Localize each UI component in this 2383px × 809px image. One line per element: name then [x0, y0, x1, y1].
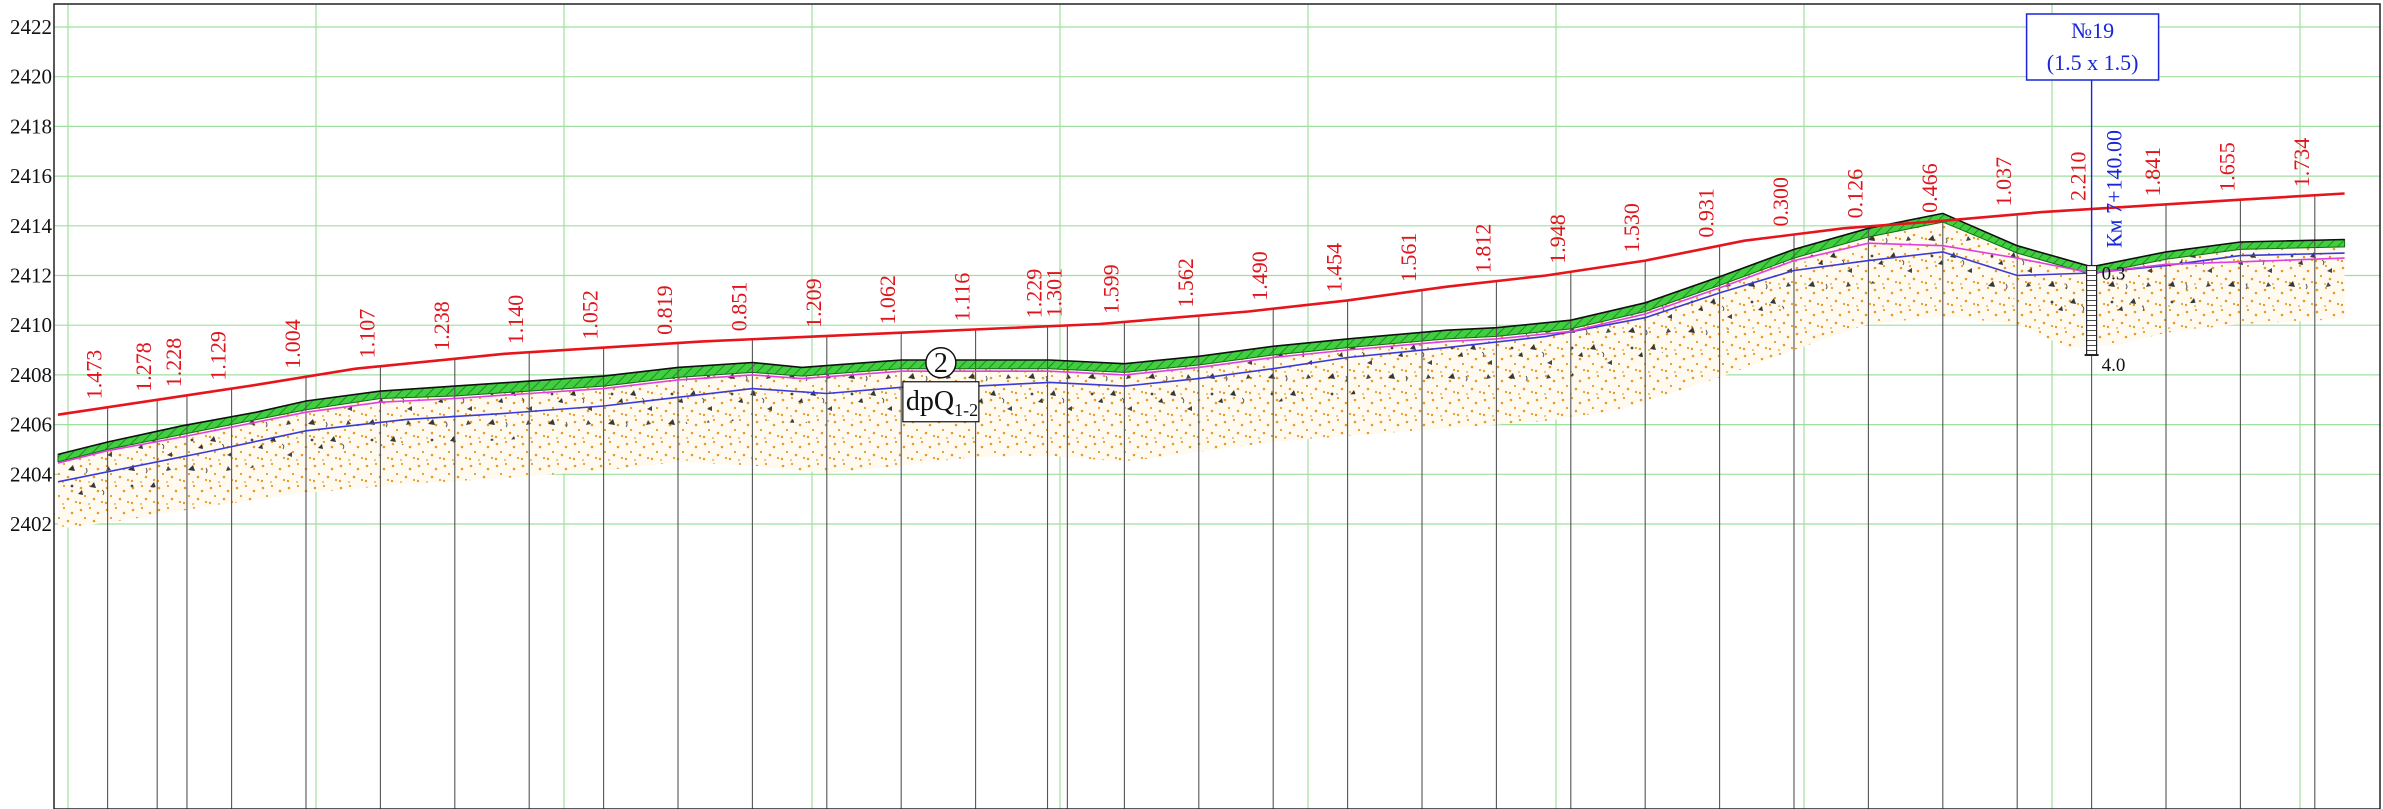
picket-label: 1.812 — [1470, 224, 1495, 274]
y-tick-label: 2412 — [10, 264, 52, 288]
picket-label: 1.599 — [1098, 264, 1123, 314]
y-axis-labels: 2402 2404 2406 2408 2410 2412 2414 2416 2418 2420… — [10, 15, 53, 536]
picket-label: 1.561 — [1396, 233, 1421, 283]
picket-label: 0.126 — [1842, 169, 1867, 219]
picket-label: 1.278 — [131, 342, 156, 392]
layer-number: 2 — [934, 348, 948, 379]
picket-label: 0.851 — [726, 282, 751, 332]
picket-label: 1.841 — [2140, 147, 2165, 197]
plot-frame — [53, 3, 2381, 809]
picket-label: 0.466 — [1917, 163, 1942, 213]
picket-label: 1.530 — [1619, 203, 1644, 253]
picket-label: 1.140 — [503, 295, 528, 345]
y-tick-label: 2404 — [10, 462, 53, 486]
borehole-19: 0.3 4.0 №19 (1.5 x 1.5) Км 7+140.00 — [2025, 13, 2160, 376]
y-tick-label: 2406 — [10, 413, 52, 437]
layer-label: 2 dpQ1-2 — [902, 347, 980, 423]
y-tick-label: 2408 — [10, 363, 52, 387]
borehole-top-label: 0.3 — [2102, 264, 2126, 285]
borehole-chainage: Км 7+140.00 — [2102, 130, 2127, 248]
picket-label: 1.948 — [1545, 214, 1570, 264]
profile-lines — [57, 192, 2345, 483]
picket-label: 1.454 — [1322, 243, 1347, 293]
y-tick-label: 2420 — [10, 65, 52, 89]
picket-label: 1.116 — [950, 273, 975, 322]
borehole-title-box — [2025, 13, 2160, 81]
picket-label: 1.052 — [578, 290, 603, 340]
y-tick-label: 2416 — [10, 164, 52, 188]
borehole-title: №19 — [2071, 18, 2114, 43]
blue-boundary-line — [57, 251, 2345, 483]
picket-label: 1.004 — [280, 319, 305, 369]
picket-label: 1.209 — [801, 278, 826, 328]
picket-label: 0.819 — [652, 285, 677, 335]
y-tick-label: 2402 — [10, 512, 52, 536]
picket-label: 1.562 — [1173, 258, 1198, 308]
layer-code-box — [902, 381, 980, 423]
picket-label: 1.301 — [1041, 268, 1066, 318]
gravel-inclusions — [58, 222, 2345, 510]
layer-number-circle — [925, 347, 957, 379]
design-line — [57, 192, 2345, 416]
picket-label: 1.473 — [82, 350, 107, 400]
picket-label: 1.107 — [354, 309, 379, 359]
y-tick-label: 2422 — [10, 15, 52, 39]
layer-code-sub: 1-2 — [954, 400, 978, 420]
layer-code-main: dpQ — [906, 386, 954, 417]
picket-label: 1.037 — [1991, 157, 2016, 207]
picket-label: 2.210 — [2066, 152, 2091, 202]
picket-label: 0.931 — [1694, 188, 1719, 238]
picket-label: 1.490 — [1247, 251, 1272, 301]
y-tick-label: 2414 — [10, 214, 53, 238]
borehole-bottom-label: 4.0 — [2102, 355, 2126, 376]
picket-label: 1.228 — [161, 338, 186, 388]
y-tick-label: 2410 — [10, 313, 52, 337]
picket-label: 1.229 — [1022, 269, 1047, 319]
picket-label: 1.238 — [429, 301, 454, 351]
layer-code: dpQ1-2 — [906, 386, 978, 420]
picket-label: 1.734 — [2289, 138, 2314, 188]
picket-label: 1.655 — [2214, 142, 2239, 192]
pink-boundary-line — [57, 242, 2345, 464]
picket-label: 1.062 — [875, 275, 900, 325]
borehole-subtitle: (1.5 x 1.5) — [2047, 50, 2139, 75]
picket-label: 0.300 — [1768, 177, 1793, 227]
y-tick-label: 2418 — [10, 114, 52, 138]
picket-label: 1.129 — [206, 331, 231, 381]
ground-surface-line — [57, 212, 2345, 456]
